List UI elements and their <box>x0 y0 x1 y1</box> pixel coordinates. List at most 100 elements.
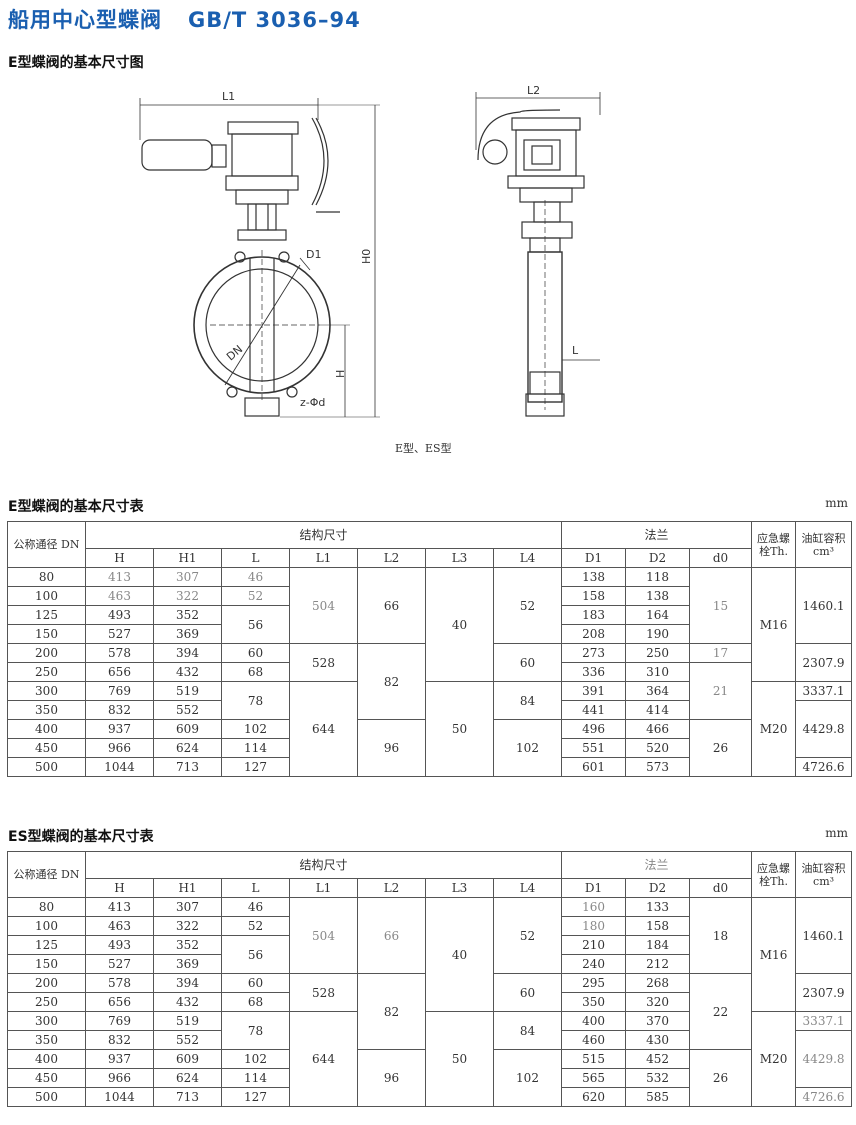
table-row: 80 413 307 46 504 66 40 52 138 118 15 M1… <box>7 567 853 682</box>
cell-oil: 2307.9 <box>795 643 853 682</box>
cell-oil: 4429.8 <box>795 1030 853 1088</box>
cell-bolt: M20 <box>751 681 797 777</box>
cell-dn: 80 <box>7 567 86 587</box>
cell-dn: 100 <box>7 916 86 936</box>
cell-h: 527 <box>85 624 154 644</box>
cell-h1: 713 <box>153 1087 222 1107</box>
cell-d2: 133 <box>625 897 691 917</box>
cell-d1: 620 <box>561 1087 627 1107</box>
label-dn: DN <box>224 343 245 364</box>
cell-h: 578 <box>85 643 154 663</box>
col-d2: D2 <box>625 548 691 568</box>
cell-oil: 1460.1 <box>795 897 853 974</box>
cell-d0: 17 <box>689 643 753 663</box>
cell-d1: 158 <box>561 586 627 606</box>
cell-h: 937 <box>85 1049 154 1069</box>
label-l2: L2 <box>527 84 540 97</box>
cell-h1: 519 <box>153 681 222 701</box>
cell-h: 527 <box>85 954 154 974</box>
cell-oil: 4726.6 <box>795 757 853 777</box>
cell-h: 966 <box>85 738 154 758</box>
cell-oil: 2307.9 <box>795 973 853 1012</box>
cell-d2: 158 <box>625 916 691 936</box>
side-view: L2 L <box>475 84 601 417</box>
table-row: 400 937 609 102 96 102 496 466 26 <box>7 719 852 777</box>
cell-h: 832 <box>85 700 154 720</box>
cell-l: 127 <box>221 1087 290 1107</box>
col-l2: L2 <box>357 548 426 568</box>
cell-d2: 310 <box>625 662 691 682</box>
cell-h1: 624 <box>153 738 222 758</box>
cell-l: 78 <box>221 681 290 720</box>
cell-dn: 150 <box>7 624 86 644</box>
cell-dn: 250 <box>7 992 86 1012</box>
cell-h1: 322 <box>153 586 222 606</box>
cell-d2: 585 <box>625 1087 691 1107</box>
table-es: 公称通径 DN 结构尺寸 法兰 应急螺栓Th. 油缸容积cm³ H H1 L L… <box>7 851 853 1107</box>
cell-h1: 552 <box>153 1030 222 1050</box>
cell-dn: 200 <box>7 643 86 663</box>
cell-d1: 565 <box>561 1068 627 1088</box>
col-l1: L1 <box>289 878 358 898</box>
cell-h1: 307 <box>153 567 222 587</box>
cell-l: 114 <box>221 1068 290 1088</box>
cell-l1: 528 <box>289 643 358 682</box>
header-struct: 结构尺寸 <box>84 851 563 879</box>
cell-l4: 102 <box>492 1049 563 1107</box>
cell-d1: 160 <box>561 897 627 917</box>
cell-d1: 295 <box>561 973 627 993</box>
cell-h: 937 <box>85 719 154 739</box>
cell-d2: 364 <box>625 681 691 701</box>
cell-h: 493 <box>85 935 154 955</box>
cell-l4: 102 <box>492 719 563 777</box>
cell-d1: 350 <box>561 992 627 1012</box>
cell-bolt: M16 <box>751 567 797 682</box>
col-d0: d0 <box>689 548 753 568</box>
table-row: 350 832 552 460 430 4429.8 <box>7 1030 853 1088</box>
cell-d1: 391 <box>561 681 627 701</box>
header-struct: 结构尺寸 <box>84 521 563 549</box>
cell-l: 68 <box>221 662 290 682</box>
cell-l4: 84 <box>492 681 563 720</box>
col-d1: D1 <box>561 878 627 898</box>
cell-d1: 183 <box>561 605 627 625</box>
cell-h: 1044 <box>85 757 154 777</box>
cell-d2: 452 <box>625 1049 691 1069</box>
cell-h: 1044 <box>85 1087 154 1107</box>
valve-drawing: L1 D1 DN z-Φd <box>139 84 601 418</box>
table-row: 500 1044 713 127 620 585 4726.6 <box>7 1087 853 1107</box>
cell-d1: 138 <box>561 567 627 587</box>
table-e: 公称通径 DN 结构尺寸 法兰 应急螺栓Th. 油缸容积cm³ H H1 L L… <box>7 521 853 777</box>
cell-dn: 350 <box>7 1030 86 1050</box>
title-standard: GB/T 3036–94 <box>188 8 361 32</box>
cell-d2: 573 <box>625 757 691 777</box>
table-row: 250 656 432 68 336 310 21 <box>7 662 852 720</box>
label-holes: z-Φd <box>300 396 325 409</box>
col-l4: L4 <box>492 548 563 568</box>
cell-dn: 500 <box>7 757 86 777</box>
header-dn: 公称通径 DN <box>7 521 86 568</box>
header-oil: 油缸容积cm³ <box>795 851 853 898</box>
cell-dn: 350 <box>7 700 86 720</box>
cell-d2: 532 <box>625 1068 691 1088</box>
cell-h1: 609 <box>153 719 222 739</box>
cell-dn: 250 <box>7 662 86 682</box>
cell-dn: 400 <box>7 719 86 739</box>
cell-h: 656 <box>85 662 154 682</box>
cell-d2: 268 <box>625 973 691 993</box>
cell-oil: 4726.6 <box>795 1087 853 1107</box>
cell-h: 832 <box>85 1030 154 1050</box>
cell-bolt: M16 <box>751 897 797 1012</box>
table-es-heading: ES型蝶阀的基本尺寸表 <box>8 829 154 845</box>
figure-caption: E型、ES型 <box>395 442 452 455</box>
cell-l4: 60 <box>492 643 563 682</box>
cell-d0: 18 <box>689 897 753 974</box>
cell-d0: 21 <box>689 662 753 720</box>
cell-l: 68 <box>221 992 290 1012</box>
header-flange: 法兰 <box>561 851 753 879</box>
title-main: 船用中心型蝶阀 <box>8 8 162 32</box>
col-l: L <box>221 548 290 568</box>
cell-l1: 528 <box>289 973 358 1012</box>
col-l3: L3 <box>425 878 494 898</box>
col-d2: D2 <box>625 878 691 898</box>
